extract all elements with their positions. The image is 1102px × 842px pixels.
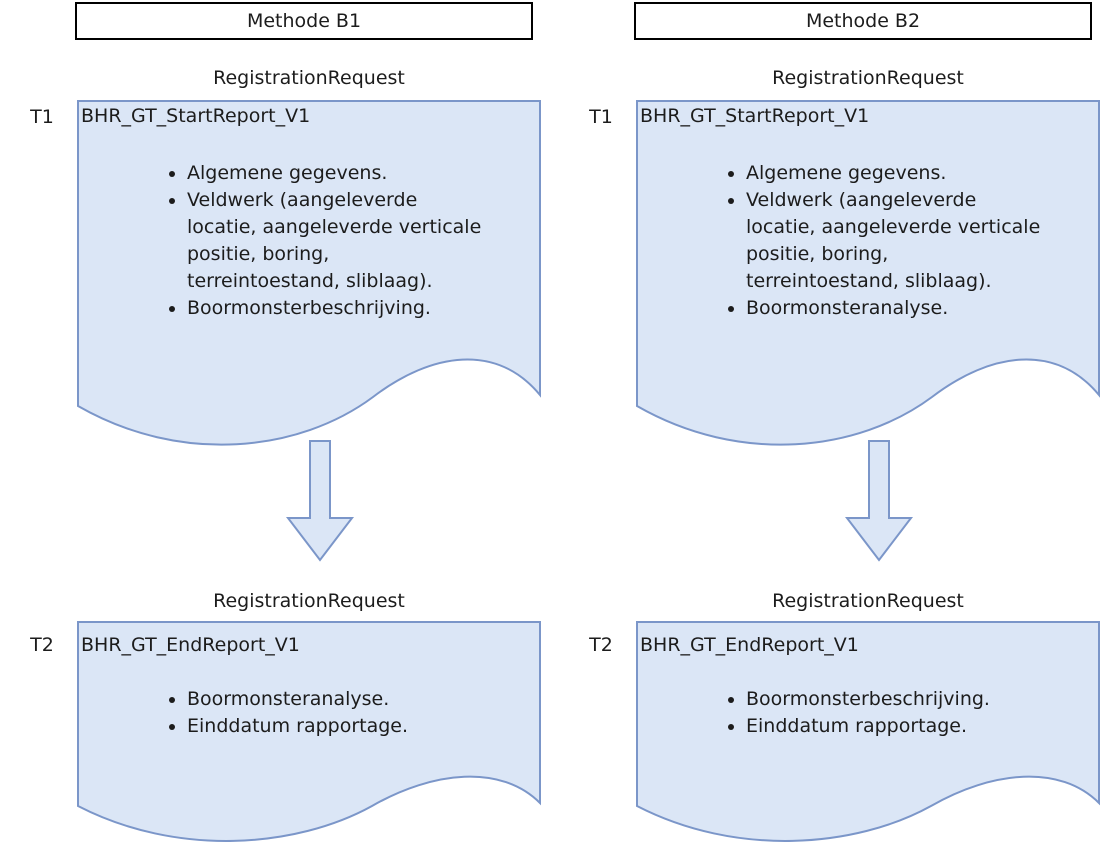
method-header-label: Methode B2 bbox=[805, 10, 921, 32]
bullet-item: Boormonsterbeschrijving. bbox=[187, 295, 535, 322]
document-bullet-list: Algemene gegevens. Veldwerk (aangeleverd… bbox=[636, 100, 1100, 322]
bullet-item: Veldwerk (aangeleverde locatie, aangelev… bbox=[746, 187, 1094, 295]
document-title: BHR_GT_StartReport_V1 bbox=[81, 105, 311, 127]
document-shape-icon bbox=[636, 100, 1100, 446]
method-header-label: Methode B1 bbox=[246, 10, 362, 32]
bullet-item: Boormonsteranalyse. bbox=[746, 295, 1094, 322]
document-title: BHR_GT_StartReport_V1 bbox=[640, 105, 870, 127]
bullet-item: Einddatum rapportage. bbox=[746, 713, 1094, 740]
document-title: BHR_GT_EndReport_V1 bbox=[640, 634, 859, 656]
document-bullet-list: Algemene gegevens. Veldwerk (aangeleverd… bbox=[77, 100, 541, 322]
registration-request-label: RegistrationRequest bbox=[213, 590, 405, 612]
down-arrow-icon bbox=[844, 440, 914, 562]
method-column-b2: Methode B2 RegistrationRequest T1 BHR_GT… bbox=[559, 0, 1102, 842]
method-header-b1: Methode B1 bbox=[75, 2, 533, 40]
registration-request-label: RegistrationRequest bbox=[772, 590, 964, 612]
time-tag-t2: T2 bbox=[30, 634, 54, 656]
method-column-b1: Methode B1 RegistrationRequest T1 BHR_GT… bbox=[0, 0, 551, 842]
time-tag-t1: T1 bbox=[30, 106, 54, 128]
bullet-item: Einddatum rapportage. bbox=[187, 713, 535, 740]
document-bullet-list: Boormonsteranalyse. Einddatum rapportage… bbox=[77, 621, 541, 740]
method-header-b2: Methode B2 bbox=[634, 2, 1092, 40]
registration-request-label: RegistrationRequest bbox=[213, 67, 405, 89]
registration-request-label: RegistrationRequest bbox=[772, 67, 964, 89]
document-title: BHR_GT_EndReport_V1 bbox=[81, 634, 300, 656]
document-bullet-list: Boormonsterbeschrijving. Einddatum rappo… bbox=[636, 621, 1100, 740]
time-tag-t2: T2 bbox=[589, 634, 613, 656]
document-shape-icon bbox=[636, 621, 1100, 842]
time-tag-t1: T1 bbox=[589, 106, 613, 128]
bullet-item: Veldwerk (aangeleverde locatie, aangelev… bbox=[187, 187, 535, 295]
bullet-item: Algemene gegevens. bbox=[187, 160, 535, 187]
document-shape-icon bbox=[77, 621, 541, 842]
document-shape-icon bbox=[77, 100, 541, 446]
bullet-item: Boormonsteranalyse. bbox=[187, 686, 535, 713]
bullet-item: Algemene gegevens. bbox=[746, 160, 1094, 187]
bullet-item: Boormonsterbeschrijving. bbox=[746, 686, 1094, 713]
down-arrow-icon bbox=[285, 440, 355, 562]
